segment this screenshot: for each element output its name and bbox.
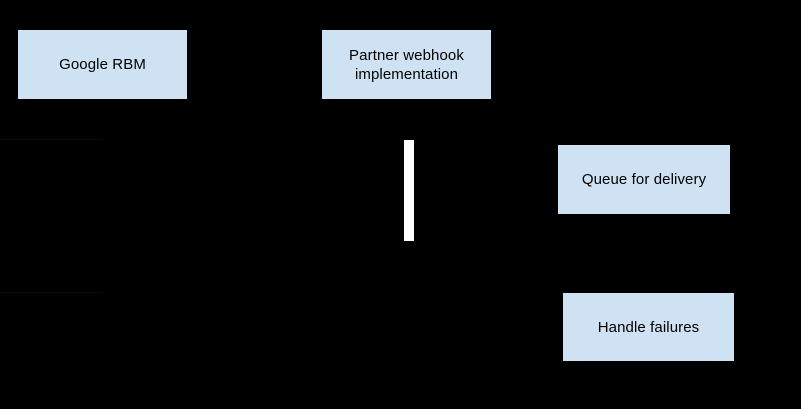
node-handle-failures-label: Handle failures	[597, 318, 700, 336]
node-partner-webhook-implementation-label: Partner webhook implementation	[349, 46, 464, 83]
node-google-rbm[interactable]: Google RBM	[18, 30, 187, 99]
node-partner-webhook-implementation[interactable]: Partner webhook implementation	[322, 30, 491, 99]
node-queue-for-delivery-label: Queue for delivery	[581, 171, 707, 188]
faint-line-lower-left	[0, 292, 103, 293]
vertical-connector-center	[404, 140, 414, 241]
node-handle-failures[interactable]: Handle failures	[563, 293, 734, 361]
node-queue-for-delivery[interactable]: Queue for delivery	[558, 145, 730, 214]
faint-line-upper-left	[0, 139, 103, 140]
node-google-rbm-label: Google RBM	[59, 56, 146, 73]
